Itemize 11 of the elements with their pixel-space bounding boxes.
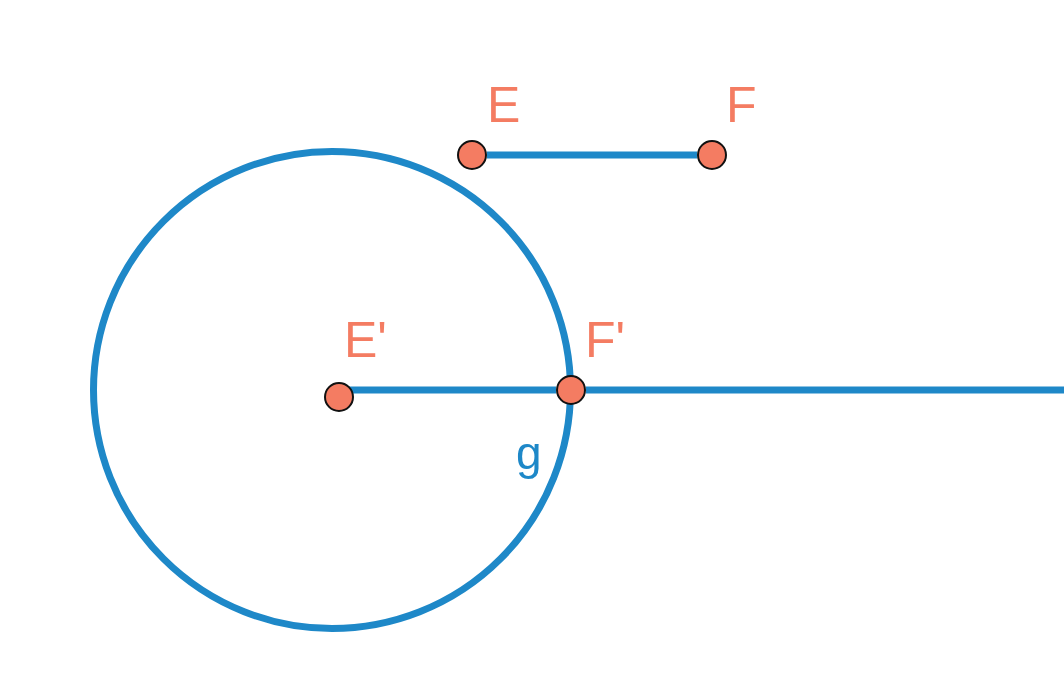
point-marker — [457, 140, 487, 170]
ray-line — [586, 386, 1064, 394]
circle-outline — [90, 148, 574, 632]
line-segment — [487, 151, 697, 159]
point-label: F' — [585, 315, 626, 365]
point-label: F — [726, 80, 757, 130]
point-label: E — [487, 80, 521, 130]
point-marker — [697, 140, 727, 170]
point-marker — [324, 382, 354, 412]
point-marker — [556, 375, 586, 405]
point-label: E' — [344, 315, 387, 365]
